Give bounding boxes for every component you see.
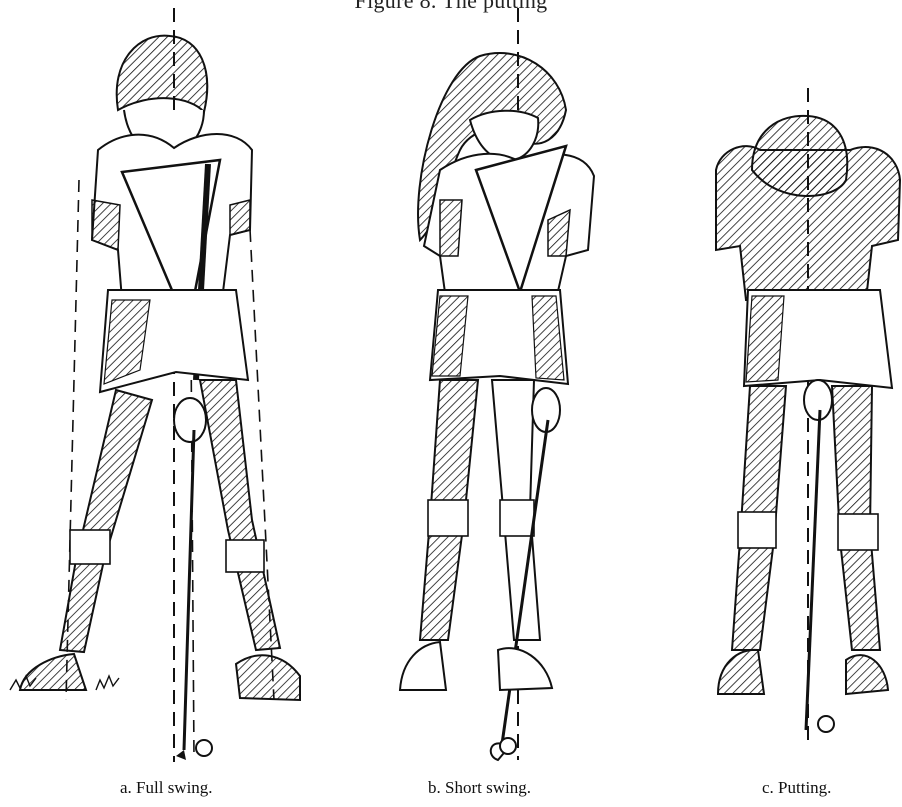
right-leg <box>200 380 280 650</box>
panel-b-short-swing <box>400 8 594 760</box>
left-leg <box>60 390 152 652</box>
hair <box>117 36 208 112</box>
golf-ball <box>196 740 212 756</box>
golf-ball <box>818 716 834 732</box>
golf-ball <box>500 738 516 754</box>
putter <box>806 410 820 730</box>
shirt <box>716 146 900 300</box>
right-shoe <box>498 648 552 690</box>
caption-putting: c. Putting. <box>762 778 831 798</box>
right-shoe <box>846 655 888 694</box>
left-shoe <box>718 650 764 694</box>
caption-full-swing: a. Full swing. <box>120 778 213 798</box>
left-shoe <box>400 642 446 690</box>
hands <box>804 380 832 420</box>
panel-a-full-swing <box>10 8 300 762</box>
head <box>470 111 538 161</box>
panel-c-putting <box>716 88 900 740</box>
hands <box>174 398 206 442</box>
caption-short-swing: b. Short swing. <box>428 778 531 798</box>
right-shoe <box>236 655 300 700</box>
